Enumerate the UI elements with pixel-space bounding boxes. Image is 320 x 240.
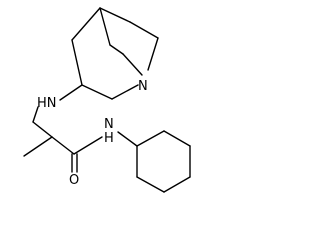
bond-ch-methyl (23, 136, 53, 157)
bond-c9-n1 (122, 53, 143, 76)
bond-ch-carbonyl (51, 136, 75, 155)
bond-cy-5-6 (136, 176, 165, 193)
bond-c7-c4 (99, 7, 131, 23)
cyclohexane-ring (136, 130, 191, 193)
atom-n-quinuclidine: N (138, 79, 148, 94)
quinuclidine-ring (71, 7, 159, 100)
bond-c3-n1 (111, 84, 139, 100)
bond-carbonyl-n (73, 136, 103, 155)
bond-c5-c2 (71, 39, 83, 86)
atom-labels: N HN N H O (37, 79, 148, 188)
bond-nh-calpha (32, 106, 39, 123)
bond-c2-c3 (81, 84, 113, 100)
bond-c4-c6 (99, 7, 111, 46)
chemical-structure: N HN N H O (23, 7, 191, 193)
atom-o-carbonyl: O (69, 173, 79, 188)
atom-n-amide: N (104, 117, 114, 132)
bond-c2-nh (59, 84, 83, 101)
bond-nh-ch (32, 121, 53, 138)
bond-n1-c8 (147, 37, 159, 71)
bond-c4-c5 (71, 7, 101, 41)
bond-cy-1-2 (136, 130, 165, 147)
bond-cy-4-5 (163, 176, 191, 193)
bond-c8-c7 (129, 21, 159, 39)
bond-cy-2-3 (163, 130, 191, 147)
atom-hn-amine: HN (37, 96, 57, 111)
bond-c6-c9 (109, 44, 124, 55)
bond-n-cyclohexyl (117, 131, 138, 147)
side-chain (23, 84, 138, 173)
atom-h-amide: H (104, 131, 114, 146)
